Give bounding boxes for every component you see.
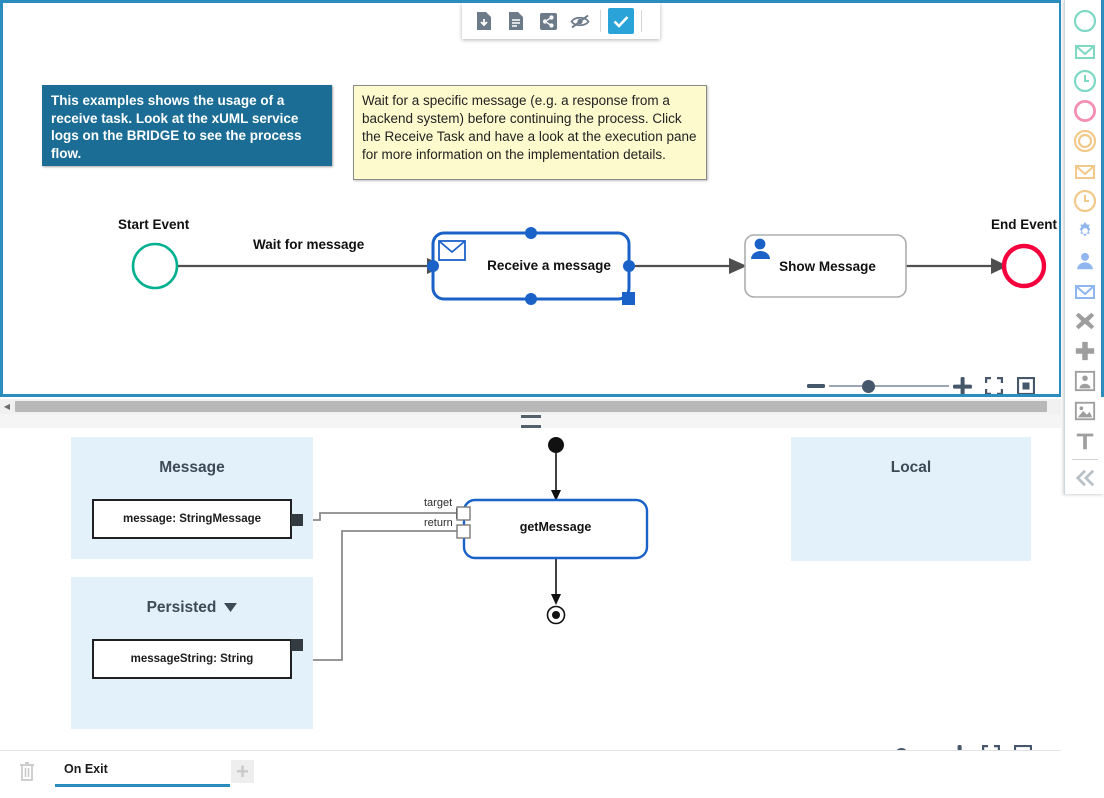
user-task-label[interactable]: Show Message — [779, 259, 876, 274]
uml-diagram-canvas[interactable] — [0, 428, 1061, 758]
tab-on-exit-label: On Exit — [64, 762, 108, 776]
start-event-none-icon[interactable] — [1068, 6, 1102, 36]
gateway-exclusive-icon[interactable] — [1068, 306, 1102, 336]
toolbar-divider-2 — [641, 10, 642, 32]
end-event-icon[interactable] — [1068, 96, 1102, 126]
fit-to-screen-icon[interactable] — [978, 741, 1004, 767]
pane-right-edge — [1101, 0, 1104, 397]
note-blue[interactable]: This examples shows the usage of a recei… — [42, 85, 332, 166]
fit-to-screen-icon[interactable] — [981, 373, 1007, 394]
uml-attribute[interactable]: messageString: String — [92, 639, 292, 679]
slider-track — [829, 385, 949, 387]
chevron-down-icon[interactable] — [224, 599, 238, 617]
bpmn-floating-toolbar[interactable] — [462, 3, 660, 39]
bpmn-zoom-controls[interactable] — [803, 371, 1039, 394]
slider-knob[interactable] — [862, 380, 876, 393]
start-event-timer-icon[interactable] — [1068, 66, 1102, 96]
uml-group-title: Local — [890, 459, 932, 476]
palette-divider — [1071, 459, 1098, 460]
uml-group-title-text: Persisted — [146, 599, 217, 616]
intermediate-message-icon[interactable] — [1068, 156, 1102, 186]
uml-group-persisted[interactable]: Persisted messageString: String — [71, 577, 313, 729]
intermediate-timer-icon[interactable] — [1068, 186, 1102, 216]
toolbar-divider — [600, 10, 601, 32]
bpmn-diagram-canvas[interactable] — [3, 3, 1061, 363]
download-icon[interactable] — [470, 7, 498, 35]
pane-splitter[interactable] — [0, 414, 1061, 428]
scroll-left-icon[interactable]: ◀ — [3, 402, 11, 411]
uml-group-local[interactable]: Local — [791, 437, 1031, 561]
uml-attribute[interactable]: message: StringMessage — [92, 499, 292, 539]
image-icon[interactable] — [1068, 396, 1102, 426]
start-event-label: Start Event — [118, 217, 190, 232]
actual-size-icon[interactable] — [1013, 373, 1039, 394]
receive-task-icon[interactable] — [1068, 276, 1102, 306]
horizontal-scrollbar[interactable]: ◀ — [0, 399, 1061, 415]
uml-group-title: Persisted — [147, 599, 238, 617]
bottom-tab-bar — [0, 750, 1061, 798]
bpmn-zoom-slider[interactable] — [829, 373, 949, 394]
gateway-parallel-icon[interactable] — [1068, 336, 1102, 366]
check-icon[interactable] — [607, 7, 635, 35]
text-icon[interactable] — [1068, 426, 1102, 456]
shape-palette[interactable] — [1064, 0, 1104, 494]
uml-action-label[interactable]: getMessage — [519, 520, 592, 534]
document-icon[interactable] — [502, 7, 530, 35]
zoom-out-button[interactable] — [803, 373, 829, 394]
share-icon[interactable] — [534, 7, 562, 35]
uml-pin-label-target: target — [424, 497, 453, 509]
zoom-in-button[interactable] — [949, 373, 975, 394]
receive-task-label[interactable]: Receive a message — [487, 258, 611, 273]
sequence-flow-label: Wait for message — [253, 237, 365, 252]
service-task-icon[interactable] — [1068, 216, 1102, 246]
eye-off-icon[interactable] — [566, 7, 594, 35]
uml-pin-label-return: return — [424, 517, 453, 529]
scrollbar-thumb[interactable] — [15, 401, 1047, 412]
trash-icon[interactable] — [17, 760, 37, 782]
uml-group-title: Message — [159, 459, 225, 476]
splitter-grip-icon[interactable] — [520, 414, 541, 428]
bpmn-editor-pane[interactable]: Start Event Wait for message Receive a m… — [0, 0, 1061, 397]
end-event-label: End Event — [991, 217, 1058, 232]
user-task-icon[interactable] — [1068, 246, 1102, 276]
uml-port-message[interactable] — [291, 514, 303, 526]
add-tab-button[interactable]: + — [231, 760, 254, 783]
pool-icon[interactable] — [1068, 366, 1102, 396]
collapse-icon[interactable] — [1068, 463, 1102, 493]
uml-port-persisted[interactable] — [291, 639, 303, 651]
intermediate-event-icon[interactable] — [1068, 126, 1102, 156]
uml-group-message[interactable]: Message message: StringMessage — [71, 437, 313, 559]
note-yellow[interactable]: Wait for a specific message (e.g. a resp… — [353, 85, 707, 180]
start-event-message-icon[interactable] — [1068, 36, 1102, 66]
tab-on-exit[interactable]: On Exit — [55, 758, 230, 787]
uml-action-pane[interactable]: Message message: StringMessage Persisted… — [0, 428, 1061, 797]
